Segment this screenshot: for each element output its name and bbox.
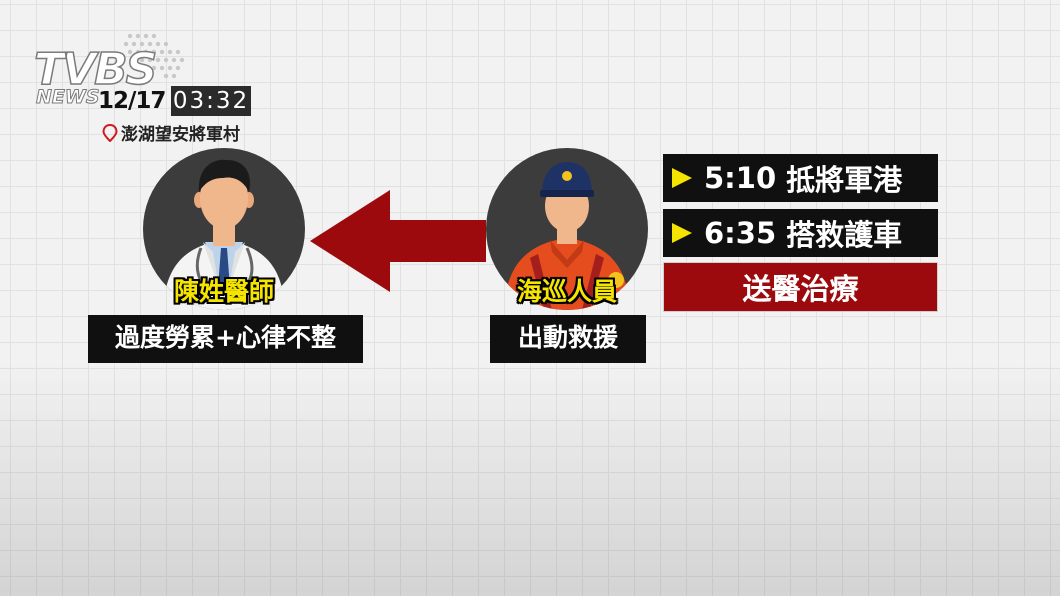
doctor-name-label: 陳姓醫師 [173, 277, 274, 306]
bullet-triangle-icon [672, 223, 692, 243]
timeline-item-2: 6:35 搭救護車 [663, 209, 938, 257]
guard-caption: 出動救援 [490, 315, 646, 363]
time-display: 03:32 [171, 86, 251, 116]
coast-guard-avatar [486, 148, 648, 310]
logo-dots-graphic [123, 33, 185, 79]
result-banner: 送醫治療 [663, 262, 938, 312]
bullet-triangle-icon [672, 168, 692, 188]
tvbs-logo: TVBS NEWS [33, 43, 204, 114]
date-label: 12/17 [98, 88, 166, 114]
logo-subtext: NEWS [36, 86, 101, 109]
location-text: 澎湖望安將軍村 [121, 125, 240, 145]
left-arrow-icon [310, 190, 486, 292]
logo-text: TVBS [33, 43, 158, 96]
timeline-time: 6:35 [704, 216, 777, 250]
timeline-text: 搭救護車 [786, 218, 903, 252]
guard-name-label: 海巡人員 [516, 277, 617, 306]
timeline-text: 抵將軍港 [786, 163, 903, 197]
location-label: 澎湖望安將軍村 [102, 120, 240, 145]
location-pin-icon [102, 123, 118, 142]
doctor-avatar [143, 148, 305, 310]
doctor-caption: 過度勞累+心律不整 [88, 315, 363, 363]
timeline-time: 5:10 [704, 161, 777, 195]
timeline-item-1: 5:10 抵將軍港 [663, 154, 938, 202]
